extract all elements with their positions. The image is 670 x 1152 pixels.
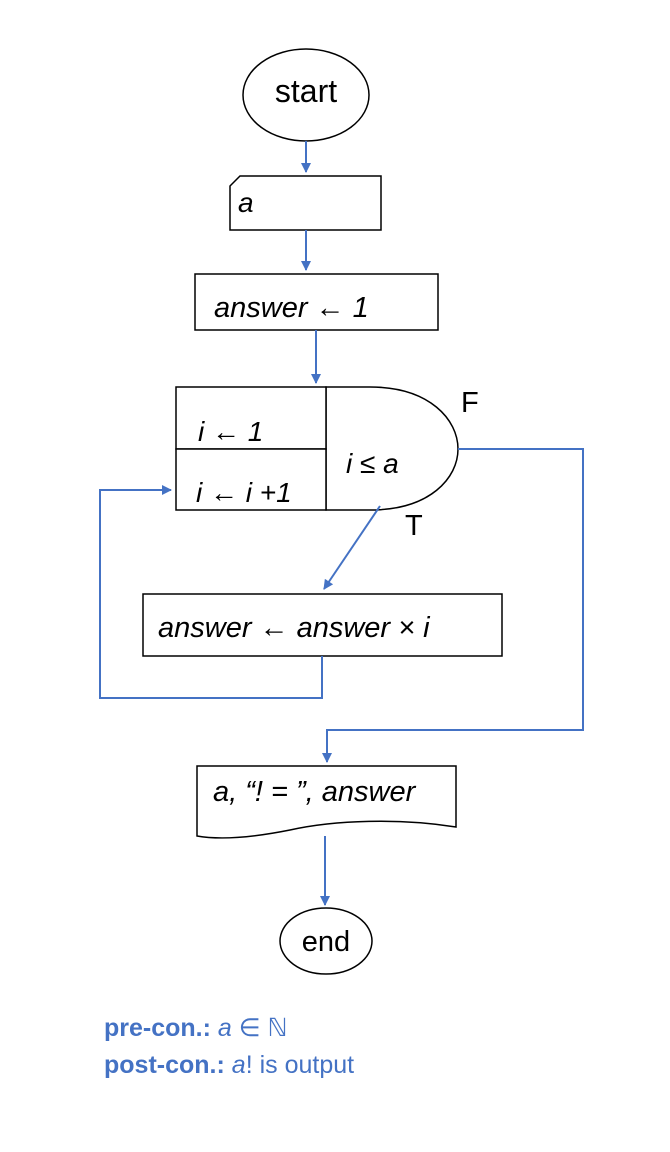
body-label: answer ← answer × i xyxy=(158,612,431,644)
start-label: start xyxy=(275,73,337,109)
post-condition-label: post-con.: xyxy=(104,1051,225,1079)
loop-init-cell xyxy=(175,386,327,450)
end-label: end xyxy=(302,926,350,958)
loop-step-label: i ← i +1 xyxy=(196,477,292,508)
conditions: pre-con.: a ∈ ℕ post-con.: a! is output xyxy=(104,1010,354,1084)
arrow-loop-back xyxy=(99,485,323,699)
loop-condition-shape xyxy=(325,386,459,511)
output-label: a, “! = ”, answer xyxy=(213,776,417,808)
body-process xyxy=(142,593,503,657)
arrow-false-to-output xyxy=(322,448,584,763)
arrow-true-to-body xyxy=(323,505,381,590)
loop-condition-label: i ≤ a xyxy=(346,448,399,479)
false-label: F xyxy=(461,387,479,419)
input-box xyxy=(229,175,382,231)
loop-step-cell xyxy=(175,448,327,511)
input-label: a xyxy=(238,187,254,218)
init-process xyxy=(194,273,439,331)
pre-condition-var: a xyxy=(217,1014,232,1042)
post-condition: post-con.: a! is output xyxy=(104,1047,354,1084)
true-label: T xyxy=(405,510,423,542)
pre-condition-rest: ∈ ℕ xyxy=(231,1014,288,1042)
init-label: answer ← 1 xyxy=(214,292,369,324)
post-condition-var: a xyxy=(231,1051,246,1079)
end-terminator xyxy=(279,907,373,975)
pre-condition-label: pre-con.: xyxy=(104,1014,211,1042)
loop-init-label: i ← 1 xyxy=(198,416,263,447)
output-document xyxy=(196,765,457,839)
pre-condition: pre-con.: a ∈ ℕ xyxy=(104,1010,354,1047)
post-condition-rest: ! is output xyxy=(245,1051,355,1079)
